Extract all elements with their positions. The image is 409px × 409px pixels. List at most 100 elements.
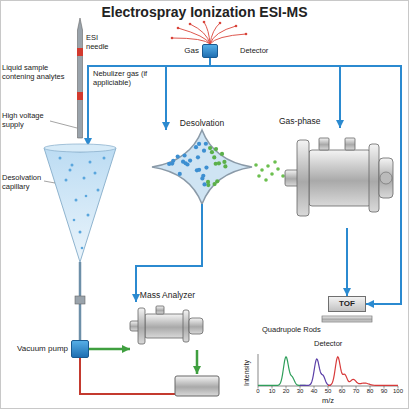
node-outline: [285, 128, 395, 228]
collector-unit: [175, 376, 219, 396]
spectrum-peak: [258, 357, 306, 386]
cone-rim: [44, 144, 116, 152]
text-label: 30: [297, 388, 304, 395]
ion-dot: [181, 160, 185, 164]
illustration-part: [254, 163, 258, 167]
illustration-part: [83, 177, 86, 180]
illustration-part: [69, 169, 72, 172]
illustration-part: [87, 214, 90, 217]
text-label: High voltage supply: [2, 112, 60, 129]
detector-part: [297, 140, 309, 216]
text-label: Liquid sample contening analytes: [2, 64, 76, 81]
ion-dot: [170, 161, 174, 165]
illustration-part: [276, 167, 280, 171]
ion-dot: [188, 159, 192, 163]
leader-line: [50, 121, 77, 128]
spray-droplets: [59, 157, 106, 250]
illustration-part: [97, 189, 100, 192]
illustration-part: [245, 33, 248, 36]
ion-dot: [176, 155, 180, 159]
illustration-part: [71, 164, 74, 167]
ion-dot: [212, 155, 216, 159]
illustration-part: [203, 21, 206, 24]
ion-dot: [204, 166, 208, 170]
flow-connector: [136, 204, 202, 302]
esi-needle: [78, 18, 83, 138]
illustration-part: [270, 172, 274, 176]
exhaust-line: [80, 358, 175, 394]
analyzer-part: [189, 318, 203, 334]
illustration-part: [75, 199, 78, 202]
needle-band: [77, 48, 83, 56]
ion-dot: [197, 168, 201, 172]
ion-dot: [197, 142, 201, 146]
node-label: Gas-phase: [279, 117, 321, 126]
detector-part: [319, 138, 329, 150]
text-label: 80: [367, 388, 374, 395]
node-label: Gas: [184, 47, 199, 56]
text-label: m/z: [322, 397, 334, 406]
text-label: 10: [269, 388, 276, 395]
gas-fibers: [172, 22, 246, 44]
node-label: Desolvation: [180, 119, 224, 128]
diagram-title: Electrospray Ionization ESI-MS: [0, 4, 409, 20]
illustration-part: [171, 37, 174, 40]
spectrum-peak: [300, 359, 331, 386]
chamber-outline: [152, 130, 252, 204]
text-label: 40: [311, 388, 318, 395]
ion-dot: [196, 155, 200, 159]
desolvation-capillary-cone: [44, 148, 116, 262]
spectrum-curves: [258, 357, 398, 386]
ion-trail: [254, 160, 285, 182]
illustration-part: [73, 219, 76, 222]
text-label: Detector: [240, 47, 268, 56]
tube-fitting: [75, 296, 85, 304]
text-label: 90: [381, 388, 388, 395]
spectrum-peak: [328, 357, 398, 386]
text-label: ESI needle: [86, 34, 120, 51]
illustration-part: [204, 22, 210, 44]
illustration-part: [103, 157, 106, 160]
ion-dot: [208, 146, 212, 150]
illustration-part: [177, 27, 180, 30]
fiber-tips: [171, 21, 248, 40]
illustration-part: [258, 354, 259, 386]
ion-dot: [202, 149, 206, 153]
detector-port: [380, 172, 392, 184]
illustration-part: [257, 174, 261, 178]
node-label: TOF: [329, 297, 365, 311]
text-label: 50: [325, 388, 332, 395]
ion-dot: [201, 174, 205, 178]
illustration-part: [260, 168, 264, 172]
text-label: Desolvation capillary: [2, 174, 52, 191]
illustration-part: [266, 164, 270, 168]
detector-part: [309, 150, 371, 206]
nebulizer-gas-line: [88, 66, 210, 146]
illustration-part: [189, 23, 192, 26]
illustration-part: [89, 161, 92, 164]
analyzer-part: [183, 310, 189, 342]
illustration-part: [65, 179, 68, 182]
illustration-part: [59, 157, 62, 160]
text-label: Nebulizer gas (if appliciable): [93, 70, 157, 87]
ion-dot: [206, 180, 210, 184]
text-label: 20: [283, 388, 290, 395]
flow-arrow: [196, 350, 199, 374]
ion-dot: [223, 164, 227, 168]
leader-line: [44, 181, 55, 183]
ion-dot: [210, 150, 214, 154]
node-label: Vacuum pump: [17, 345, 68, 354]
analyzer-part: [138, 308, 145, 344]
ion-dot: [182, 153, 186, 157]
ion-dot: [214, 162, 218, 166]
gas-source-box: Gas: [202, 44, 218, 58]
tof-box: TOF: [328, 296, 366, 312]
chart-axes: [258, 354, 398, 386]
illustration-part: [235, 25, 238, 28]
